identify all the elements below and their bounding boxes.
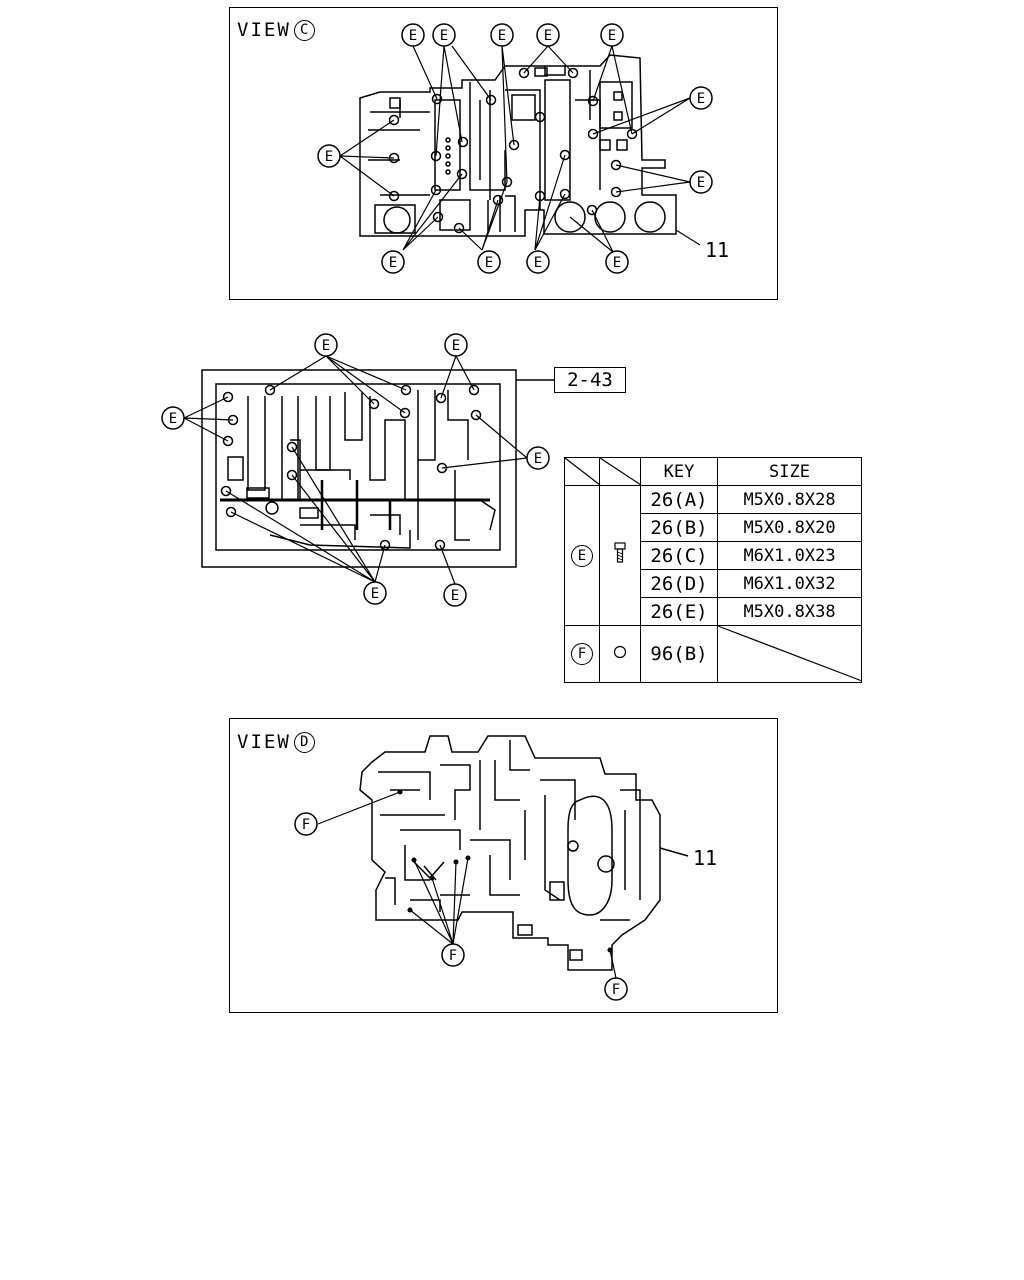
callout-e: E [608,28,616,44]
separator-plate-outline [359,735,661,971]
view-d-label: VIEW D [237,731,315,753]
view-d-callouts: F F F [294,812,628,1001]
callout-e: E [697,91,705,107]
size-cell: M5X0.8X20 [717,513,862,542]
callout-e: E [485,255,493,271]
callout-e: E [325,149,333,165]
view-d-part-number: 11 [693,846,717,870]
callout-e: E [371,586,379,602]
table-header-row: KEY SIZE [564,457,862,486]
group-f-symbol: F [571,643,593,665]
size-cell: M6X1.0X23 [717,541,862,570]
bolt-icon [614,542,626,563]
reference-box: 2-43 [554,367,626,393]
table-row: 26(C) M6X1.0X23 [565,541,862,570]
middle-callouts: E E E E E E [161,333,550,607]
callout-e: E [409,28,417,44]
callout-f: F [612,982,620,998]
view-c-panel [229,7,778,300]
table-row: F 96(B) [564,625,863,683]
callout-e: E [534,255,542,271]
callout-f: F [302,817,310,833]
valve-body-outline [359,54,677,237]
callout-e: E [534,451,542,467]
view-c-callouts: E E E E E E E E E E E E [317,23,713,274]
size-header: SIZE [717,457,862,486]
view-c-label: VIEW C [237,19,315,41]
view-d-letter: D [293,731,315,753]
table-row: 26(B) M5X0.8X20 [565,513,862,542]
callout-e: E [440,28,448,44]
callout-e: E [451,588,459,604]
fastener-table: KEY SIZE E 26(A) M5X0.8X28 26(B) M5X0.8X… [564,457,863,683]
key-cell: 26(A) [640,485,718,514]
view-c-part-number: 11 [705,238,729,262]
group-e-symbol: E [571,544,593,567]
callout-e: E [498,28,506,44]
view-c-letter: C [293,19,315,41]
callout-e: E [697,175,705,191]
callout-e: E [544,28,552,44]
view-c-prefix: VIEW [237,19,291,41]
callout-e: E [452,338,460,354]
view-d-panel [229,718,778,1013]
callout-e: E [322,338,330,354]
view-d-prefix: VIEW [237,731,291,753]
callout-e: E [169,411,177,427]
callout-e: E [389,255,397,271]
size-cell-empty [717,625,863,683]
key-cell: 26(B) [640,513,718,542]
ball-icon [613,645,627,659]
callout-f: F [449,948,457,964]
table-row: 26(D) M6X1.0X32 [565,569,862,598]
middle-body-outline [215,383,501,551]
callout-e: E [613,255,621,271]
